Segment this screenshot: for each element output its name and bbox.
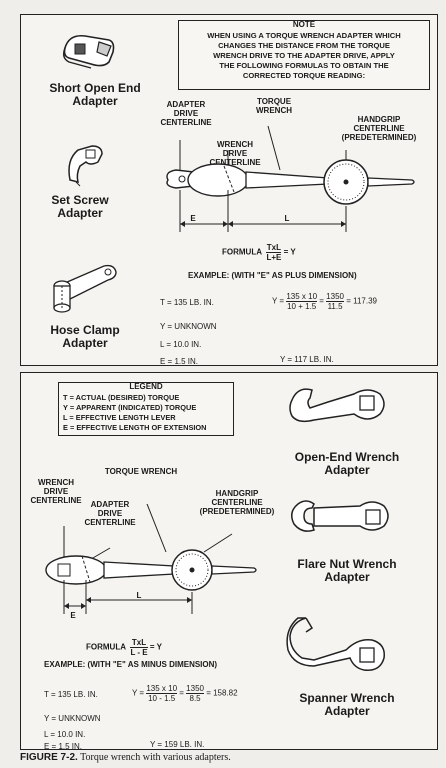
bottom-wrench-diagram bbox=[45, 504, 257, 614]
legend-line: E = EFFECTIVE LENGTH OF EXTENSION bbox=[63, 423, 207, 432]
top-example: EXAMPLE: (WITH "E" AS PLUS DIMENSION) bbox=[188, 271, 357, 280]
set-screw-adapter-label: Set Screw Adapter bbox=[51, 193, 109, 220]
bottom-example: EXAMPLE: (WITH "E" AS MINUS DIMENSION) bbox=[44, 660, 218, 669]
wrench-drive-centerline-label-bottom: WRENCH DRIVE CENTERLINE bbox=[30, 478, 82, 505]
top-answer: Y = 117 LB. IN. bbox=[280, 355, 334, 364]
note-line: WRENCH DRIVE TO THE ADAPTER DRIVE, APPLY bbox=[213, 51, 395, 60]
short-open-end-adapter-label: Short Open End Adapter bbox=[49, 81, 141, 108]
flare-nut-wrench-adapter-label: Flare Nut Wrench Adapter bbox=[297, 557, 397, 584]
bottom-value-l: L = 10.0 IN. bbox=[44, 730, 86, 739]
note-title: NOTE bbox=[292, 20, 316, 29]
legend-box: LEGEND T = ACTUAL (DESIRED) TORQUE Y = A… bbox=[58, 382, 234, 436]
dim-e-label: E bbox=[190, 214, 196, 223]
top-value-l: L = 10.0 IN. bbox=[160, 340, 202, 349]
note-line: CORRECTED TORQUE READING: bbox=[242, 71, 366, 80]
dim-l-label-bottom: L bbox=[136, 591, 142, 600]
handgrip-centerline-label-bottom: HANDGRIP CENTERLINE (PREDETERMINED) bbox=[199, 489, 275, 516]
set-screw-adapter-illustration bbox=[68, 145, 103, 187]
dim-e-label-bottom: E bbox=[70, 611, 76, 620]
legend-line: L = EFFECTIVE LENGTH LEVER bbox=[63, 413, 176, 422]
bottom-value-t: T = 135 LB. IN. bbox=[44, 690, 98, 699]
top-value-y: Y = UNKNOWN bbox=[160, 322, 217, 331]
figure-caption: FIGURE 7-2. Torque wrench with various a… bbox=[20, 752, 231, 763]
legend-line: T = ACTUAL (DESIRED) TORQUE bbox=[63, 393, 180, 402]
legend-title: LEGEND bbox=[129, 382, 163, 391]
open-end-wrench-adapter-label: Open-End Wrench Adapter bbox=[294, 450, 400, 477]
top-value-e: E = 1.5 IN. bbox=[160, 357, 199, 366]
torque-wrench-label-bottom: TORQUE WRENCH bbox=[104, 467, 178, 476]
bottom-value-e: E = 1.5 IN. bbox=[44, 742, 83, 751]
open-end-wrench-adapter-illustration bbox=[289, 388, 385, 423]
note-line: WHEN USING A TORQUE WRENCH ADAPTER WHICH bbox=[207, 31, 401, 40]
top-wrench-diagram bbox=[166, 125, 415, 232]
handgrip-centerline-label: HANDGRIP CENTERLINE (PREDETERMINED) bbox=[341, 115, 417, 142]
spanner-wrench-adapter-illustration bbox=[286, 617, 385, 671]
bottom-value-y: Y = UNKNOWN bbox=[44, 714, 101, 723]
top-value-t: T = 135 LB. IN. bbox=[160, 298, 214, 307]
figure-caption-text: Torque wrench with various adapters. bbox=[77, 752, 231, 763]
wrench-drive-centerline-label: WRENCH DRIVE CENTERLINE bbox=[209, 140, 261, 167]
note-line: THE FOLLOWING FORMULAS TO OBTAIN THE bbox=[219, 61, 389, 70]
spanner-wrench-adapter-label: Spanner Wrench Adapter bbox=[299, 691, 395, 718]
hose-clamp-adapter-label: Hose Clamp Adapter bbox=[50, 323, 120, 350]
flare-nut-wrench-adapter-illustration bbox=[291, 500, 389, 532]
torque-wrench-label: TORQUE WRENCH bbox=[256, 97, 292, 115]
hose-clamp-adapter-illustration bbox=[53, 264, 117, 313]
note-box: NOTE WHEN USING A TORQUE WRENCH ADAPTER … bbox=[178, 20, 430, 90]
legend-line: Y = APPARENT (INDICATED) TORQUE bbox=[63, 403, 197, 412]
adapter-drive-centerline-label-bottom: ADAPTER DRIVE CENTERLINE bbox=[84, 500, 136, 527]
bottom-answer: Y = 159 LB. IN. bbox=[150, 740, 205, 749]
dim-l-label: L bbox=[284, 214, 290, 223]
note-line: CHANGES THE DISTANCE FROM THE TORQUE bbox=[218, 41, 390, 50]
short-open-end-adapter-illustration bbox=[62, 34, 115, 69]
figure-number: FIGURE 7-2. bbox=[20, 752, 78, 763]
adapter-drive-centerline-label: ADAPTER DRIVE CENTERLINE bbox=[160, 100, 212, 127]
